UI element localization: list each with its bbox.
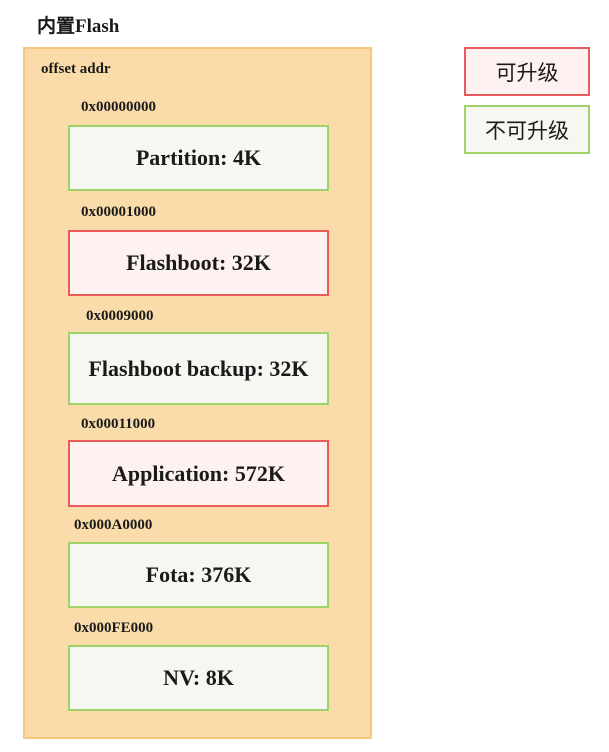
application-block: Application: 572K — [68, 440, 329, 507]
flashboot-backup-block: Flashboot backup: 32K — [68, 332, 329, 405]
legend-upgradable: 可升级 — [464, 47, 590, 96]
flashboot-backup-address: 0x0009000 — [86, 308, 154, 324]
nv-block: NV: 8K — [68, 645, 329, 711]
partition-address: 0x00000000 — [81, 99, 156, 115]
application-address: 0x00011000 — [81, 416, 156, 432]
flashboot-block: Flashboot: 32K — [68, 230, 329, 296]
diagram-title: 内置Flash — [37, 16, 120, 37]
partition-block: Partition: 4K — [68, 125, 329, 191]
flashboot-address: 0x00001000 — [81, 204, 156, 220]
fota-address: 0x000A0000 — [74, 517, 153, 533]
fota-block: Fota: 376K — [68, 542, 329, 608]
nv-address: 0x000FE000 — [74, 620, 154, 636]
legend-not-upgradable: 不可升级 — [464, 105, 590, 154]
offset-addr-label: offset addr — [41, 61, 111, 77]
